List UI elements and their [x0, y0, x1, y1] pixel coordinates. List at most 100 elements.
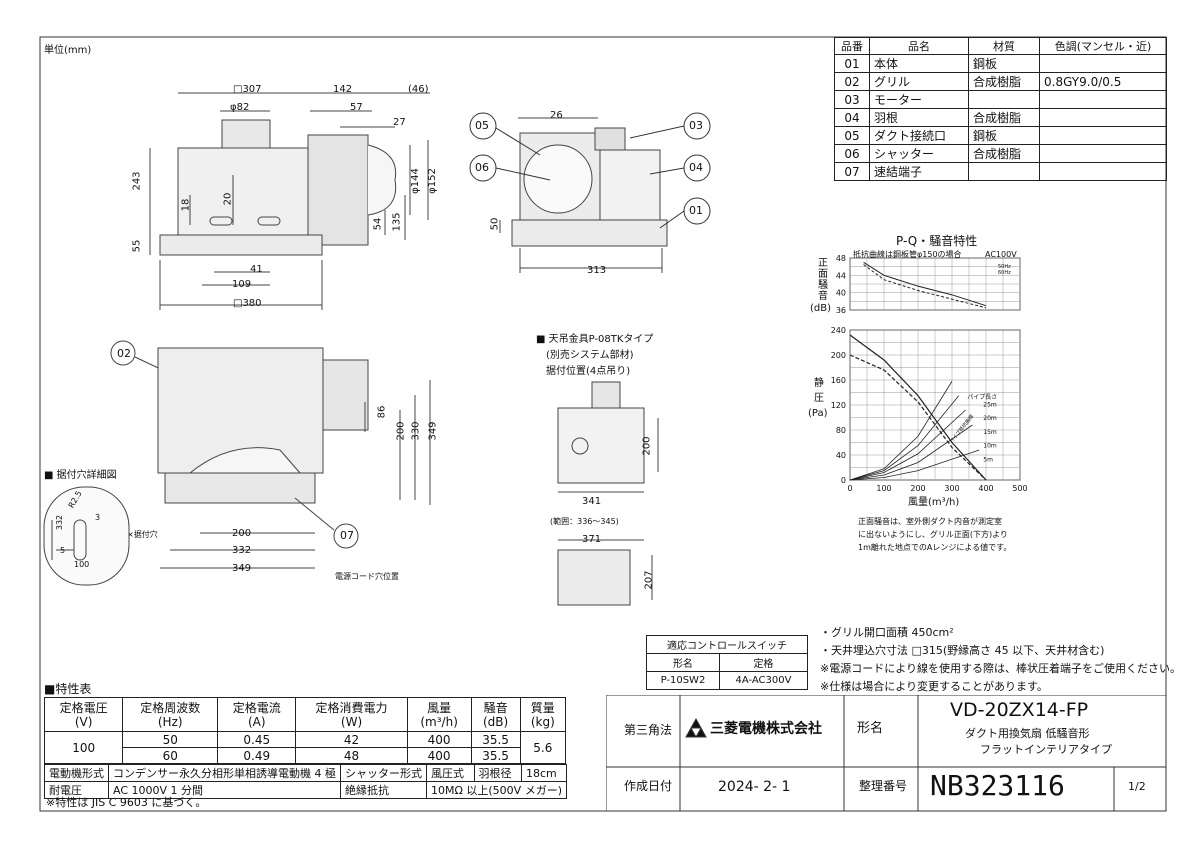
- noise-label-3: 騒: [818, 280, 828, 291]
- part-color: [1039, 90, 1167, 109]
- pq-note-2: に出ないようにし、グリル正面(下方)より: [858, 530, 1008, 539]
- control-header-rating: 定格: [718, 653, 809, 672]
- dim-380: □380: [233, 298, 262, 309]
- model-desc-2: フラットインテリアタイプ: [980, 743, 1112, 756]
- pressure-curve-5m: [849, 449, 980, 481]
- pq-voltage: AC100V: [985, 250, 1017, 259]
- noise-label-2: 面: [818, 269, 828, 280]
- spec-r1-db: 35.5: [470, 731, 521, 748]
- dim-86: 86: [376, 405, 388, 419]
- spec-r2-w: 48: [295, 747, 408, 764]
- dim-109: 109: [232, 279, 252, 290]
- dim-55: 55: [131, 239, 143, 253]
- note-3: ※電源コードにより線を使用する際は、棒状圧着端子をご使用ください。: [820, 662, 1181, 675]
- model-number: VD-20ZX14-FP: [950, 699, 1089, 721]
- part-color: [1039, 126, 1167, 145]
- hanger-dim-371: 371: [582, 534, 602, 545]
- part-color: [1039, 144, 1167, 163]
- pipe-length-title: パイプ長さ: [967, 394, 997, 401]
- pressure-curve-50Hz: [849, 354, 987, 481]
- doc-number: NB323116: [930, 769, 1065, 802]
- spec-r1-flow: 400: [406, 731, 472, 748]
- pressure-label-1: 静: [814, 378, 824, 389]
- spec-extra-table: 電動機形式 コンデンサー永久分相形単相誘導電動機 4 極 シャッター形式 風圧式…: [44, 764, 567, 799]
- part-no: 03: [834, 90, 870, 109]
- callouts-top: [469, 112, 711, 229]
- spec-mass: 5.6: [519, 731, 567, 764]
- dim-349-v: 349: [427, 421, 439, 441]
- dim-142: 142: [333, 84, 353, 95]
- hanger-dim-200: 200: [641, 436, 653, 456]
- spec-r2-flow: 400: [406, 747, 472, 764]
- part-no: 07: [834, 162, 870, 181]
- pipe-length-label: 5m: [983, 456, 993, 463]
- pressure-curve-10m: [849, 424, 973, 481]
- control-model: P-10SW2: [646, 671, 720, 690]
- hz-label: 50Hz: [998, 264, 1011, 270]
- control-rating: 4A-AC300V: [718, 671, 809, 690]
- noise-label-4: 音: [818, 291, 828, 302]
- noise-curve-50Hz: [863, 264, 987, 309]
- callout-01: 01: [689, 204, 703, 217]
- spec-r1-w: 42: [295, 731, 408, 748]
- callout-05: 05: [475, 119, 489, 132]
- part-name: 本体: [869, 54, 969, 73]
- part-color: [1039, 162, 1167, 181]
- part-color: [1039, 54, 1167, 73]
- parts-header-material: 材質: [968, 37, 1040, 55]
- spec-header: 騒音 (dB): [470, 697, 521, 732]
- detail-3: 3: [95, 513, 101, 522]
- spec-header: 質量 (kg): [519, 697, 567, 732]
- dim-41: 41: [250, 264, 263, 275]
- front-view-drawing: [499, 117, 668, 273]
- part-name: 羽根: [869, 108, 969, 127]
- side-view-drawing: [149, 92, 430, 310]
- pq-chart-subtitle: 抵抗曲線は鋼板管φ150の場合: [853, 250, 962, 259]
- part-material: [968, 90, 1040, 109]
- dim-243: 243: [131, 171, 143, 191]
- noise-tick-label: 44: [836, 271, 846, 280]
- date-value: 2024- 2- 1: [718, 779, 791, 795]
- noise-curve-60Hz: [863, 261, 987, 307]
- pressure-curve-15m: [849, 409, 966, 481]
- part-color: [1039, 108, 1167, 127]
- dim-phi144: φ144: [409, 168, 421, 194]
- mount-hole-label: 8×据付穴: [122, 530, 158, 539]
- dim-phi82: φ82: [230, 102, 250, 113]
- noise-tick-label: 40: [836, 289, 846, 298]
- noise-label-1: 正: [818, 258, 828, 269]
- dim-20: 20: [222, 192, 234, 206]
- spec-r1-hz: 50: [122, 731, 219, 748]
- cord-hole-label: 電源コード穴位置: [335, 572, 399, 581]
- pressure-tick-label: 40: [836, 451, 846, 460]
- dim-200-v: 200: [395, 421, 407, 441]
- shutter-label: シャッター形式: [340, 764, 427, 782]
- pq-note-3: 1m離れた地点でのAレンジによる値です。: [858, 543, 1012, 552]
- parts-header-name: 品名: [869, 37, 969, 55]
- pipe-length-label: 25m: [983, 401, 997, 408]
- pressure-tick-label: 240: [831, 326, 846, 335]
- blade-label: 羽根径: [473, 764, 522, 782]
- dim-26: 26: [550, 110, 563, 121]
- spec-r2-hz: 60: [122, 747, 219, 764]
- part-no: 02: [834, 72, 870, 91]
- part-material: 合成樹脂: [968, 108, 1040, 127]
- hanger-line-2: 据付位置(4点吊り): [546, 366, 631, 377]
- callout-06: 06: [475, 161, 489, 174]
- dim-313: 313: [587, 265, 607, 276]
- hanger-line-1: (別売システム部材): [546, 350, 634, 361]
- dim-46: (46): [408, 84, 429, 95]
- callout-04: 04: [689, 161, 703, 174]
- page-number: 1/2: [1128, 780, 1146, 793]
- pressure-tick-label: 0: [841, 476, 846, 485]
- pressure-curve-25m: [849, 381, 953, 481]
- part-no: 01: [834, 54, 870, 73]
